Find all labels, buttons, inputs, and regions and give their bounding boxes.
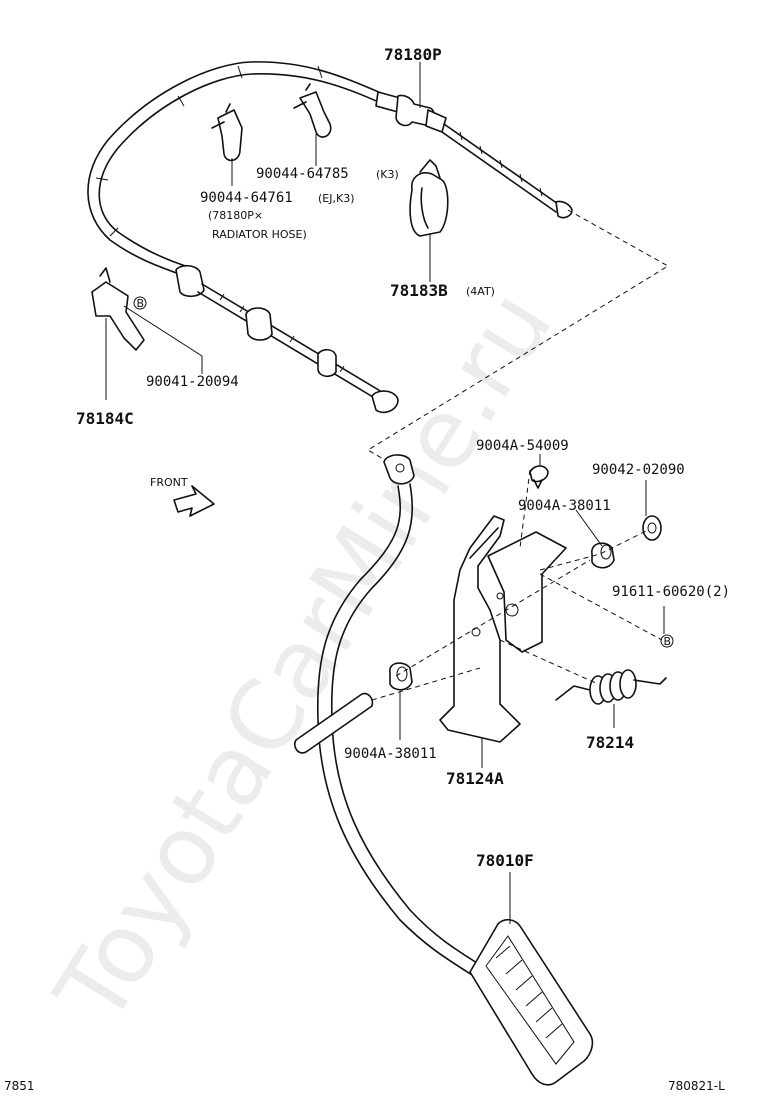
clip-9004A-54009	[529, 465, 549, 489]
label-78214: 78214	[586, 733, 634, 752]
washer-90042-02090	[642, 515, 662, 541]
label-78183B-note: (4AT)	[466, 285, 495, 298]
dashed-routing-line	[367, 209, 669, 477]
clamp-90044-64785	[293, 83, 332, 138]
clamp-78183B	[409, 159, 449, 237]
bracket-78184C	[91, 267, 145, 351]
bushing-9004A-38011-bottom	[389, 662, 413, 691]
label-78184C: 78184C	[76, 409, 134, 428]
label-front: FRONT	[150, 476, 188, 489]
label-90044-64761-note: (EJ,K3)	[318, 192, 355, 205]
label-9004A-54009: 9004A-54009	[476, 438, 569, 454]
dashed-assembly-line	[371, 469, 663, 701]
svg-text:B: B	[664, 635, 672, 648]
svg-text:B: B	[137, 297, 145, 310]
label-90044-64761-sub2: RADIATOR HOSE)	[212, 228, 307, 241]
label-78183B: 78183B	[390, 281, 448, 300]
spring-78214	[555, 669, 667, 705]
marker-b-top: B	[133, 296, 147, 310]
label-78180P: 78180P	[384, 45, 442, 64]
leader-9004A-38011-top	[575, 509, 603, 547]
marker-b-right: B	[660, 634, 674, 648]
front-arrow-icon	[173, 485, 215, 517]
label-90044-64785: 90044-64785	[256, 166, 349, 182]
label-90044-64785-note: (K3)	[376, 168, 399, 181]
accelerator-cable	[87, 61, 573, 414]
bushing-9004A-38011-top	[591, 542, 615, 569]
footer-right: 780821-L	[668, 1079, 725, 1093]
label-78124A: 78124A	[446, 769, 504, 788]
label-9004A-38011-top: 9004A-38011	[518, 498, 611, 514]
pedal-assembly	[293, 454, 594, 1086]
label-90044-64761: 90044-64761	[200, 190, 293, 206]
footer-left: 7851	[4, 1079, 35, 1093]
clamp-90044-64761	[211, 103, 243, 162]
label-91611-60620: 91611-60620(2)	[612, 584, 730, 600]
label-90041-20094: 90041-20094	[146, 374, 239, 390]
bracket-78124A	[439, 515, 567, 743]
leader-90041-20094	[123, 305, 203, 374]
label-9004A-38011-bottom: 9004A-38011	[344, 746, 437, 762]
label-90042-02090: 90042-02090	[592, 462, 685, 478]
label-90044-64761-sub1: (78180P×	[208, 209, 263, 222]
label-78010F: 78010F	[476, 851, 534, 870]
